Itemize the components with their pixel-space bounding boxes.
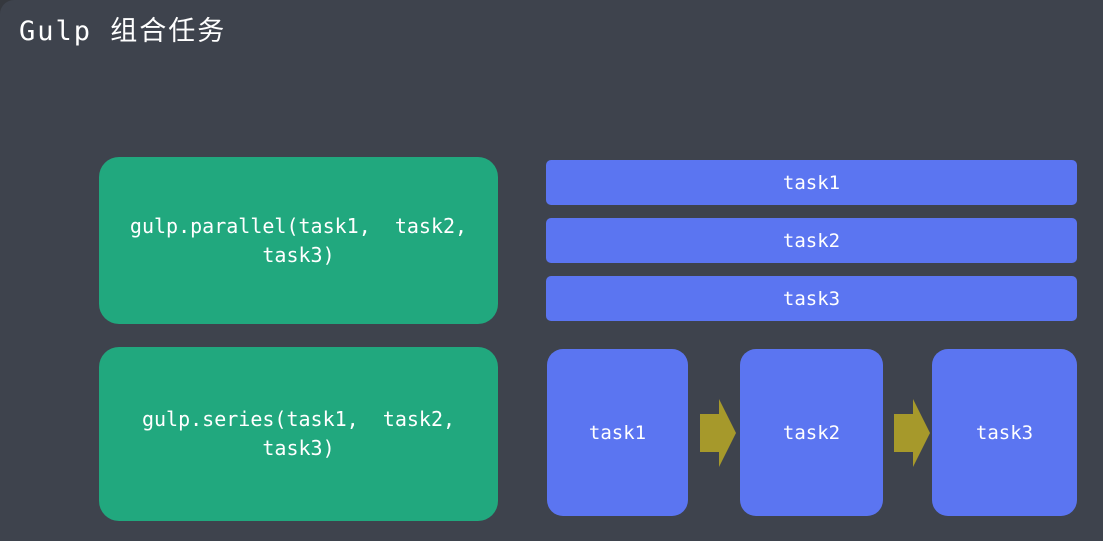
arrow-right-icon [894,399,930,467]
parallel-task-bar-1-label: task1 [782,171,841,194]
parallel-code-line-1: gulp.parallel(task1, task2, [129,213,468,238]
series-code-line-1: gulp.series(task1, task2, [141,407,456,431]
page-title: Gulp 组合任务 [19,16,227,47]
parallel-code-line-2: task3) [262,242,335,267]
arrow-right-icon [700,399,736,467]
series-task-box-3-label: task3 [975,421,1034,444]
series-task-box-2: task2 [740,349,883,516]
series-task-box-1: task1 [547,349,688,516]
parallel-task-bar-3: task3 [546,276,1077,321]
series-task-box-2-label: task2 [782,421,841,444]
series-code-line-2: task3) [262,436,335,460]
parallel-task-bar-2-label: task2 [782,229,841,252]
series-task-box-3: task3 [932,349,1077,516]
series-task-box-1-label: task1 [588,421,647,444]
parallel-task-bar-3-label: task3 [782,287,841,310]
parallel-code-box: gulp.parallel(task1, task2, task3) [99,157,498,324]
series-code-box: gulp.series(task1, task2, task3) [99,347,498,521]
parallel-task-bar-1: task1 [546,160,1077,205]
parallel-task-bar-2: task2 [546,218,1077,263]
